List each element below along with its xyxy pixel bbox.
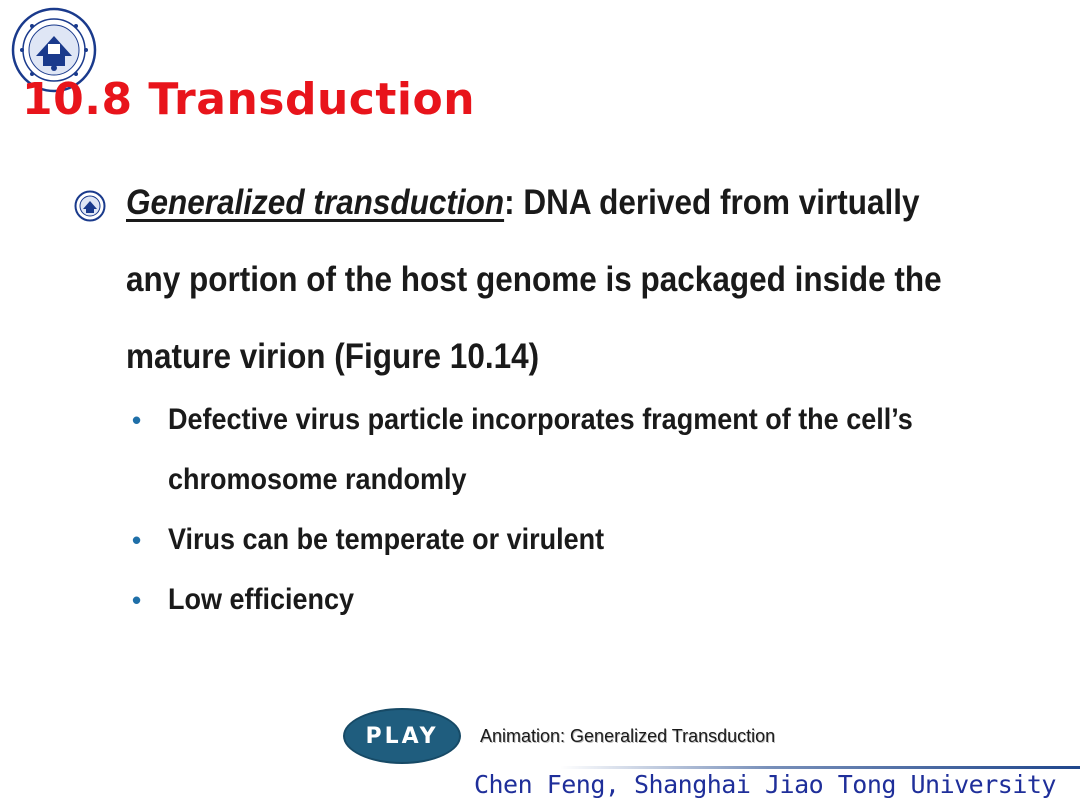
bullet-dot: • — [132, 525, 142, 555]
list-item-text: Low efficiency — [168, 583, 355, 616]
key-term: Generalized transduction — [126, 183, 505, 222]
footer-credit: Chen Feng, Shanghai Jiao Tong University — [473, 770, 1057, 799]
footer-divider — [560, 766, 1080, 769]
list-item: • Virus can be temperate or virulent — [130, 510, 1030, 570]
list-item: • Defective virus particle incorporates … — [130, 390, 1030, 510]
play-button[interactable]: PLAY — [343, 708, 461, 764]
main-bullet-text: Generalized transduction: DNA derived fr… — [126, 164, 954, 395]
bullet-dot: • — [132, 405, 142, 435]
seal-bullet-icon — [74, 190, 106, 222]
sub-bullet-list: • Defective virus particle incorporates … — [130, 390, 1030, 630]
list-item: • Low efficiency — [130, 570, 1030, 630]
definition-text: DNA derived from virtually any portion o… — [126, 183, 942, 376]
bullet-dot: • — [132, 585, 142, 615]
slide-title: 10.8 Transduction — [22, 74, 476, 125]
list-item-text: Virus can be temperate or virulent — [168, 523, 605, 556]
university-seal-icon — [11, 7, 97, 93]
key-term-colon: : — [504, 183, 515, 222]
animation-caption[interactable]: Animation: Generalized Transduction — [480, 726, 776, 746]
list-item-text: Defective virus particle incorporates fr… — [168, 403, 913, 496]
